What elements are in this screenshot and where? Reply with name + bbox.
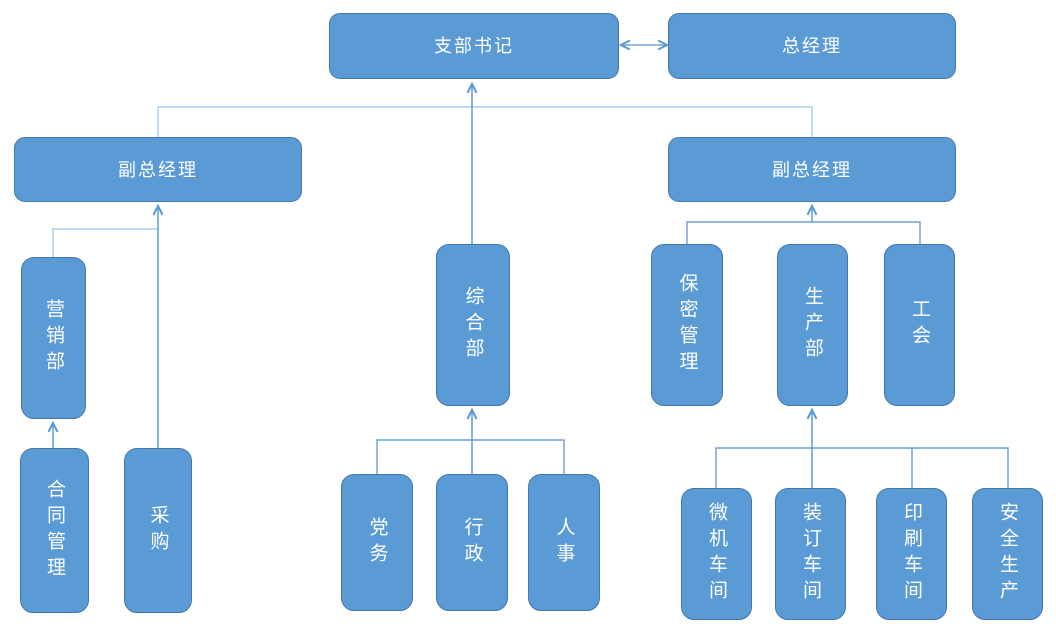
node-printing-workshop: 印刷车间	[876, 488, 947, 620]
node-contract-mgmt: 合同管理	[20, 448, 89, 613]
node-general-dept: 综合部	[436, 244, 510, 406]
node-general-manager: 总经理	[668, 13, 956, 79]
node-party-affairs: 党务	[341, 474, 413, 611]
node-marketing-dept: 营销部	[21, 257, 86, 419]
node-deputy-gm-right: 副总经理	[668, 137, 956, 202]
connector-right-deputy-branch	[686, 221, 921, 244]
connector-general-dept-branch	[376, 439, 565, 474]
node-labor-union: 工会	[884, 244, 955, 406]
connector-marketing-branch	[52, 228, 158, 257]
node-hr: 人事	[528, 474, 600, 611]
node-computer-workshop: 微机车间	[681, 488, 752, 620]
node-administration: 行政	[436, 474, 508, 611]
node-binding-workshop: 装订车间	[775, 488, 846, 620]
connector-workshops-branch	[715, 447, 1009, 488]
node-deputy-gm-left: 副总经理	[14, 137, 302, 202]
node-purchasing: 采购	[124, 448, 192, 613]
node-branch-secretary: 支部书记	[329, 13, 619, 79]
connector-deputies-to-top	[157, 106, 813, 137]
node-safety-production: 安全生产	[972, 488, 1043, 620]
node-confidentiality-mgmt: 保密管理	[651, 244, 723, 406]
node-production-dept: 生产部	[777, 244, 848, 406]
